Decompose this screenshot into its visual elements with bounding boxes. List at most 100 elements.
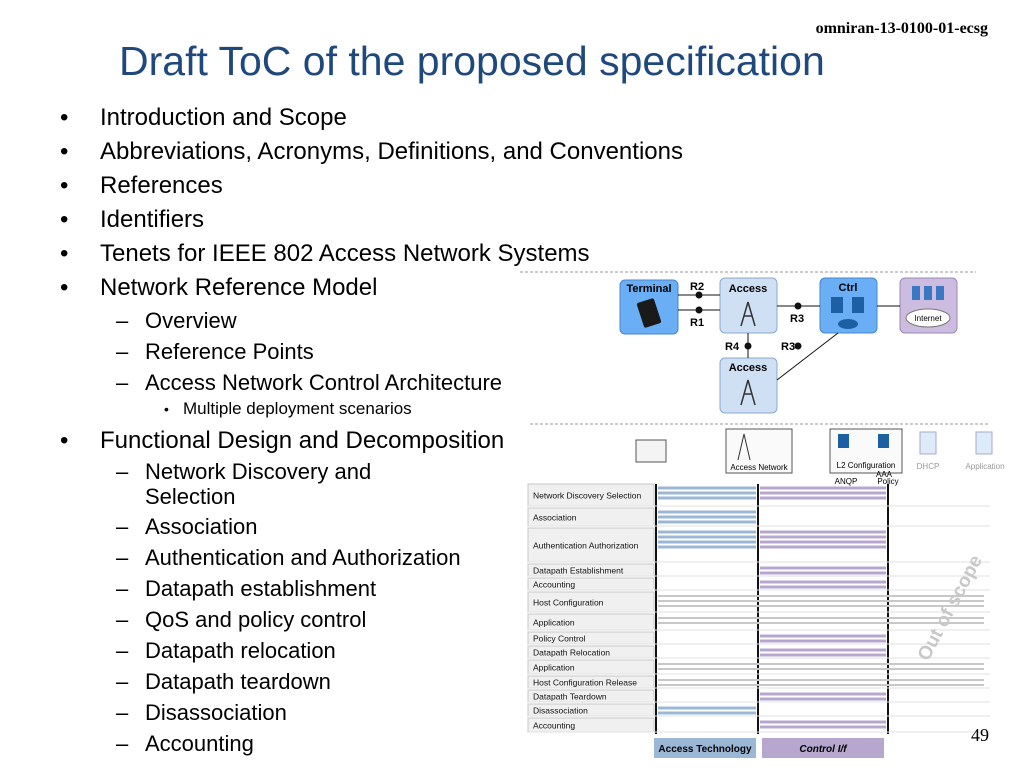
toc-subsubitem-deployment: •Multiple deployment scenarios <box>60 398 600 420</box>
toc-subitem-reference-points: –Reference Points <box>60 336 600 367</box>
internet-label: Internet <box>914 314 942 323</box>
terminal-box <box>619 279 679 335</box>
toc-item-label: References <box>100 172 223 199</box>
access-technology-message <box>658 520 756 524</box>
antenna-icon <box>737 433 751 461</box>
toc-subitem-teardown: –Datapath teardown <box>60 666 600 697</box>
legend-access-technology <box>654 738 756 758</box>
toc-item-label: Identifiers <box>100 206 205 233</box>
ref-point-dot <box>744 342 752 350</box>
bullet: • <box>60 104 69 131</box>
out-of-scope-message <box>658 684 984 686</box>
access-technology-message <box>658 540 756 544</box>
access-network-box <box>725 428 793 474</box>
internet-box <box>899 277 958 334</box>
column-label: Access Network <box>730 463 788 472</box>
column-label: L2 Configuration <box>837 461 896 470</box>
column-label: Policy <box>877 477 898 486</box>
server-icon <box>852 297 864 313</box>
toc-item-label: Introduction and Scope <box>100 104 347 131</box>
toc-subitem-qos: –QoS and policy control <box>60 604 600 635</box>
control-if-message <box>760 720 886 724</box>
dash: – <box>116 545 129 570</box>
control-if-message <box>760 634 886 638</box>
toc-item-abbrev: •Abbreviations, Acronyms, Definitions, a… <box>60 135 683 169</box>
access-label-2: Access <box>729 362 768 374</box>
control-if-message <box>760 571 886 575</box>
toc-subitem-label: Network Discovery and Selection <box>145 459 372 509</box>
access-technology-message <box>658 545 756 549</box>
ref-point-label: R2 <box>690 281 704 293</box>
toc-subitem-relocation: –Datapath relocation <box>60 635 600 666</box>
control-if-message <box>760 692 886 696</box>
toc-subitem-discovery: –Network Discovery and Selection <box>60 458 425 511</box>
ref-point-dot <box>794 342 802 350</box>
access-technology-message <box>658 535 756 539</box>
bullet: • <box>60 206 69 233</box>
ref-point-label: R3 <box>790 313 804 325</box>
control-if-message <box>760 545 886 549</box>
dash: – <box>116 731 129 756</box>
column-label: DHCP <box>917 462 940 471</box>
server-icon <box>838 434 849 448</box>
ref-point-label: R4 <box>725 341 740 353</box>
dash: – <box>116 370 129 395</box>
toc-subitem-datapath-establishment: –Datapath establishment <box>60 573 600 604</box>
server-icon <box>912 286 920 300</box>
control-if-message <box>760 648 886 652</box>
link-r3-2 <box>776 332 839 381</box>
server-icon <box>936 286 944 300</box>
bullet: • <box>60 274 69 301</box>
toc-item-identifiers: • Identifiers <box>60 203 600 237</box>
bullet: • <box>164 401 169 417</box>
toc-subitem-label: Datapath establishment <box>145 576 377 601</box>
control-if-message <box>760 535 886 539</box>
control-if-message <box>760 697 886 701</box>
toc-item-intro: • Introduction and Scope <box>60 101 600 135</box>
out-of-scope-message <box>658 617 984 619</box>
toc-subitem-association: –Association <box>60 511 600 542</box>
toc-list: • Introduction and Scope •Abbreviations, … <box>60 101 683 759</box>
ref-point-dot <box>794 302 802 310</box>
access-technology-message <box>658 706 756 710</box>
access-box <box>719 277 778 334</box>
toc-subitem-label: Accounting <box>145 731 254 756</box>
access-box-2 <box>719 357 778 414</box>
laptop-icon <box>635 439 667 463</box>
out-of-scope-message <box>658 600 984 602</box>
legend-label: Access Technology <box>658 744 752 755</box>
out-of-scope-message <box>658 595 984 597</box>
bullet: • <box>60 138 69 165</box>
toc-item-fdd: • Functional Design and Decomposition <box>60 424 600 458</box>
toc-subitem-label: Association <box>145 514 258 539</box>
ref-point-dot <box>695 291 703 299</box>
toc-item-label: Tenets for IEEE 802 Access Network Syste… <box>100 240 590 267</box>
antenna-icon <box>740 379 756 406</box>
page-number: 49 <box>971 725 989 745</box>
dash: – <box>116 669 129 694</box>
column-label: AAA <box>876 470 893 479</box>
legend-control-if <box>762 738 884 758</box>
legend-label: Control I/f <box>799 744 848 755</box>
column-label: Application <box>965 462 1004 471</box>
cloud-icon <box>905 308 951 328</box>
control-if-message <box>760 491 886 495</box>
dash: – <box>116 459 129 484</box>
toc-subitem-disassociation: –Disassociation <box>60 697 600 728</box>
out-of-scope-message <box>658 668 984 670</box>
toc-item-tenets: •Tenets for IEEE 802 Access Network Syst… <box>60 237 600 271</box>
toc-item-label: Functional Design and Decomposition <box>100 427 505 454</box>
access-technology-message <box>658 510 756 514</box>
bullet: • <box>60 427 69 454</box>
access-technology-message <box>658 711 756 715</box>
dash: – <box>116 607 129 632</box>
toc-subitem-label: Authentication and Authorization <box>145 545 461 570</box>
access-label: Access <box>729 283 768 295</box>
toc-subitem-authentication: –Authentication and Authorization <box>60 542 600 573</box>
server-icon <box>831 297 843 313</box>
toc-subitem-label: Reference Points <box>145 339 314 364</box>
control-if-message <box>760 639 886 643</box>
toc-subitem-accounting: –Accounting <box>60 728 600 759</box>
out-of-scope-message <box>658 679 984 681</box>
dash: – <box>116 576 129 601</box>
